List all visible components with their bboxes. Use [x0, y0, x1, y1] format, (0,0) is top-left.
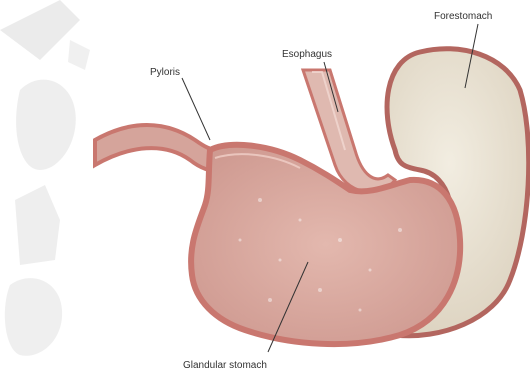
- label-forestomach: Forestomach: [434, 11, 492, 22]
- label-pyloris: Pyloris: [150, 67, 180, 78]
- intestine-tube: [95, 125, 225, 172]
- leader-pyloris: [182, 78, 210, 140]
- crest-watermark-icon: [0, 0, 90, 356]
- glandular-stomach-region: [191, 145, 460, 344]
- label-esophagus: Esophagus: [282, 49, 332, 60]
- label-glandular-stomach: Glandular stomach: [183, 360, 267, 371]
